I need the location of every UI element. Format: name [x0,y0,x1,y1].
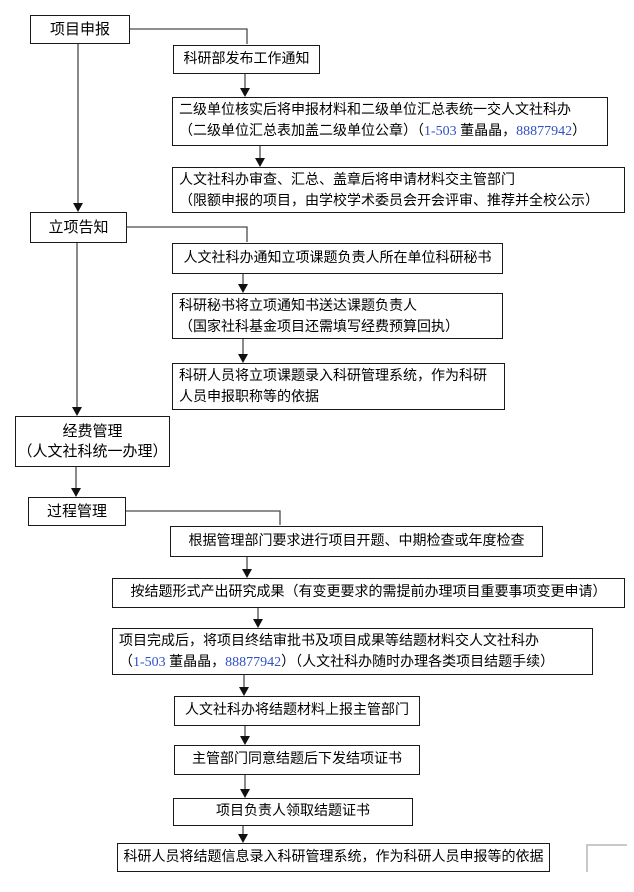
node-step-collect-certificate: 项目负责人领取结题证书 [173,798,413,826]
stage-label: 立项告知 [48,219,109,236]
node-step-issue-certificate: 主管部门同意结题后下发结项证书 [174,745,420,775]
node-step-submit-completion-materials: 项目完成后，将项目终结审批书及项目成果等结题材料交人文社科办 （1-503 董晶… [112,628,593,675]
connector-notice-to-s4 [127,226,248,242]
stage-label-line2: （人文社科统一办理） [17,443,168,460]
node-stage-funding-management: 经费管理 （人文社科统一办理） [15,416,170,467]
node-step-office-review: 人文社科办审查、汇总、盖章后将申请材料交主管部门 （限额申报的项目，由学校学术委… [172,167,625,213]
step-line1: 科研秘书将立项通知书送达课题负责人 [179,299,417,314]
step-text: 科研部发布工作通知 [183,51,310,67]
stage-label: 项目申报 [49,21,110,38]
step-line1: 科研人员将立项课题录入科研管理系统，作为科研 [179,369,487,384]
step-text: 人文社科办将结题材料上报主管部门 [185,703,409,718]
step-line2: （1-503 董晶晶，88877942）（人文社科办随时办理各类项目结题手续） [119,653,586,674]
page-corner-mark [586,844,627,872]
node-step-notify-secretary: 人文社科办通知立项课题负责人所在单位科研秘书 [172,243,503,274]
contact-name: 董晶晶， [165,654,226,670]
step-text: 主管部门同意结题后下发结项证书 [192,752,402,767]
step-text: 按结题形式产出研究成果（有变更要求的需提前办理项目重要事项变更申请） [130,585,607,600]
step-text: 根据管理部门要求进行项目开题、中期检查或年度检查 [188,533,525,549]
step-line2-pre: （ [119,654,133,670]
node-step-enter-project-system: 科研人员将立项课题录入科研管理系统，作为科研 人员申报职称等的依据 [172,363,505,410]
step-text: 科研人员将结题信息录入科研管理系统，作为科研人员申报等的依据 [123,849,544,865]
step-line1: 项目完成后，将项目终结审批书及项目成果等结题材料交人文社科办 [119,634,539,649]
step-text: 人文社科办通知立项课题负责人所在单位科研秘书 [183,250,492,266]
node-step-publish-notice: 科研部发布工作通知 [173,45,320,74]
room-number: 1-503 [424,123,457,139]
node-stage-approval-notice: 立项告知 [30,212,127,243]
step-line2: （限额申报的项目，由学校学术委员会开会评审、推荐并全校公示） [179,193,599,209]
step-text: 项目负责人领取结题证书 [216,804,370,819]
step-line2-pre: （二级单位汇总表加盖二级单位公章）（ [179,123,424,139]
connector-process-to-s7 [126,510,281,525]
node-step-produce-results: 按结题形式产出研究成果（有变更要求的需提前办理项目重要事项变更申请） [112,578,625,608]
stage-label-line1: 经费管理 [62,423,123,440]
node-stage-process-management: 过程管理 [28,497,126,526]
node-step-report-to-authority: 人文社科办将结题材料上报主管部门 [174,696,420,726]
phone-number: 88877942 [225,654,282,670]
node-step-secondary-unit-submit: 二级单位核实后将申报材料和二级单位汇总表统一交人文社科办 （二级单位汇总表加盖二… [172,97,608,146]
stage-label: 过程管理 [46,503,107,520]
phone-number: 88877942 [516,123,573,139]
step-line2: 人员申报职称等的依据 [179,389,319,405]
node-stage-project-application: 项目申报 [30,15,130,44]
node-step-midterm-check: 根据管理部门要求进行项目开题、中期检查或年度检查 [170,526,543,557]
node-step-deliver-notice: 科研秘书将立项通知书送达课题负责人 （国家社科基金项目还需填写经费预算回执） [172,293,503,339]
step-line2: （二级单位汇总表加盖二级单位公章）（1-503 董晶晶，88877942） [179,122,601,143]
step-line1: 人文社科办审查、汇总、盖章后将申请材料交主管部门 [179,173,515,188]
node-step-enter-completion-system: 科研人员将结题信息录入科研管理系统，作为科研人员申报等的依据 [117,843,550,872]
step-line2-post: ） [572,123,587,139]
step-line2-post: ）（人文社科办随时办理各类项目结题手续） [281,654,555,670]
connector-application-to-s1 [130,28,248,44]
contact-name: 董晶晶， [456,123,517,139]
step-line2: （国家社科基金项目还需填写经费预算回执） [179,319,459,335]
room-number: 1-503 [133,654,166,670]
step-line1: 二级单位核实后将申报材料和二级单位汇总表统一交人文社科办 [179,103,571,118]
